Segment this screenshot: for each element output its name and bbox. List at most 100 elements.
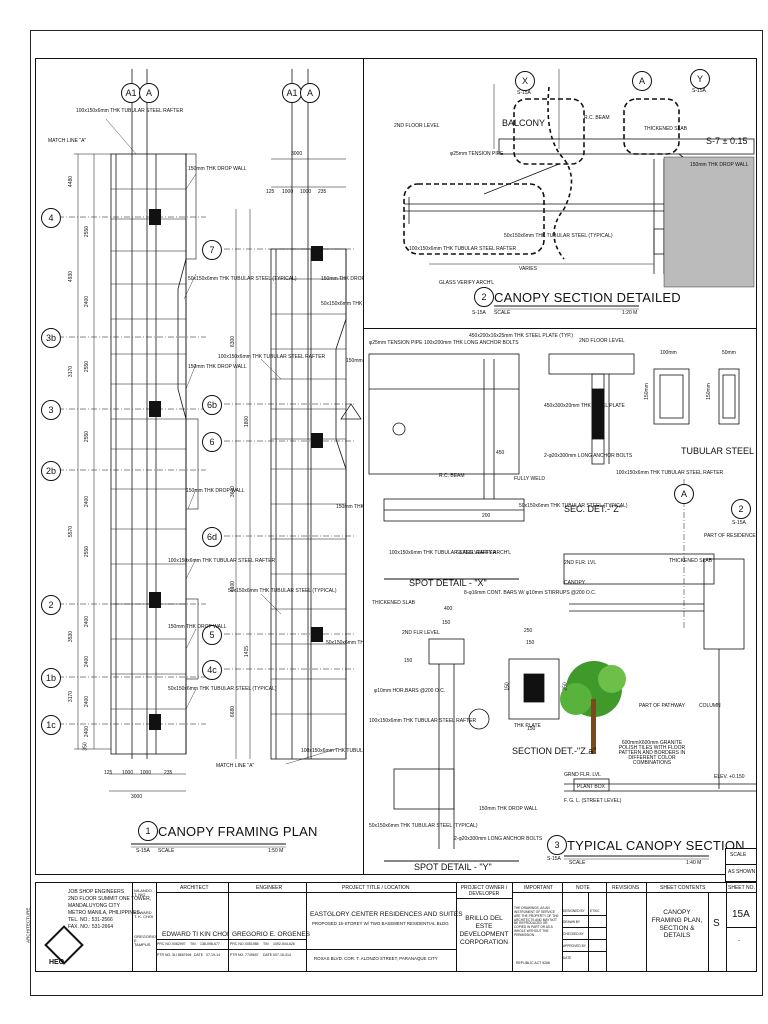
detail-label: FULLY WELD xyxy=(514,476,545,482)
detail-label: 150mm THK DROP WALL xyxy=(479,806,538,812)
section-detailed-ref: S-15A xyxy=(472,310,486,316)
typical-label: 2ND FLR. LVL xyxy=(564,560,597,566)
ptr-cell: 3LI 8667694 xyxy=(172,953,192,957)
gridline-bubble-3: 3 xyxy=(41,400,61,420)
detail-label: φ10mm HOR.BARS @200 O.C. xyxy=(374,688,446,694)
grid-bubble-a-right: A xyxy=(300,83,320,103)
plan-note: 100x150x6mm THK TUBULAR STEEL RAFTER xyxy=(301,748,409,754)
dim-label: 235 xyxy=(318,189,327,195)
firm-line: 2ND FLOOR SUMMIT ONE TOWER, xyxy=(68,896,152,902)
project-cell: PROJECT TITLE / LOCATION EASTGLORY CENTE… xyxy=(306,883,463,971)
drawing-number-1: 1 xyxy=(138,821,158,841)
sign-row: DRAWN BY xyxy=(563,920,581,924)
dim-label: 4930 xyxy=(68,270,75,283)
grid-bubble-a-left: A xyxy=(139,83,159,103)
typical-label: ELEV. +0.150 xyxy=(714,774,745,780)
tree-illustration xyxy=(560,661,626,754)
rev-name: EDWARD T. K. CHOI xyxy=(134,910,154,919)
dim-label: 2550 xyxy=(84,430,91,443)
dim-label: 5570 xyxy=(68,525,75,538)
framing-plan-ref: S-15A xyxy=(136,848,150,854)
firm-line: MANDALUYONG CITY xyxy=(68,903,120,909)
firm-cell: ARCHITECTURE JOB SHOP ENGINEERS 2ND FLOO… xyxy=(25,883,151,971)
plan-note: 150mm THK DROP WALL xyxy=(188,166,247,172)
spot-detail-y-title: SPOT DETAIL - "Y" xyxy=(414,862,492,872)
important-cell: IMPORTANT THE DRAWINGS, AS AN INSTRUMENT… xyxy=(512,883,563,971)
detail-dim: 150 xyxy=(527,726,536,732)
architect-name: EDWARD TI KIN CHOI xyxy=(162,931,229,938)
gridline-bubble-7: 7 xyxy=(202,240,222,260)
typical-section-scale: 1:40 M xyxy=(686,860,702,866)
section-label: VARIES xyxy=(519,266,537,272)
ptr-cell: DATE xyxy=(194,953,204,957)
firm-line: JOB SHOP ENGINEERS xyxy=(68,889,125,895)
spot-detail-x-title: SPOT DETAIL - "X" xyxy=(409,578,487,588)
firm-line: TEL. NO.: 531-2566 xyxy=(68,917,113,923)
detail-dim: 150 xyxy=(442,620,451,626)
dim-label: 2400 xyxy=(84,615,91,628)
typical-label: PART OF PATHWAY xyxy=(639,703,685,709)
scale-box-value: AS SHOWN xyxy=(728,869,756,875)
sheet-letter: S xyxy=(713,918,720,929)
dim-label: 2400 xyxy=(84,695,91,708)
dim-label: 235 xyxy=(164,770,173,776)
sheet-contents-header: SHEET CONTENTS xyxy=(660,885,706,891)
dim-label: 2550 xyxy=(84,360,91,373)
ptr-cell: 7749697 xyxy=(245,953,259,957)
typical-label: THICKENED SLAB xyxy=(669,558,713,564)
ptr-cell: PTR NO. xyxy=(157,953,172,957)
dim-label: 2550 xyxy=(84,545,91,558)
plan-note: 100x150x6mm THK TUBULAR STEEL RAFTER xyxy=(168,558,276,564)
section-label: 150mm THK DROP WALL xyxy=(690,162,749,168)
dim-label: 125 xyxy=(104,770,113,776)
detail-label: 50x150x6mm THK TUBULAR STEEL (TYPICAL) xyxy=(519,503,628,509)
architect-header: ARCHITECT xyxy=(180,885,209,891)
typical-label: CANOPY xyxy=(564,580,586,586)
ptr-cell: DATE xyxy=(263,953,273,957)
bubble-ref: S-15A xyxy=(732,520,746,526)
dim-label: 125 xyxy=(266,189,275,195)
sheet-contents: CANOPY FRAMING PLAN, SECTION & DETAILS xyxy=(651,909,703,940)
reg-cell: 0051985 xyxy=(245,942,259,946)
section-bubble-a: A xyxy=(632,71,652,91)
reg-cell: PRC NO. xyxy=(230,942,245,946)
dim-label: 2400 xyxy=(84,725,91,738)
drawing-number-3: 3 xyxy=(547,835,567,855)
gridline-bubble-6b: 6b xyxy=(202,395,222,415)
dim-label: 1000 xyxy=(282,189,294,195)
detail-dim: 250 xyxy=(524,628,533,634)
dim-label: 2400 xyxy=(84,295,91,308)
detail-dim: 400 xyxy=(444,606,453,612)
framing-plan-panel: A1 A A1 A 4 3b 3 2b 2 1b 1c 7 6b 6 6d 5 … xyxy=(35,58,435,875)
details-drawing xyxy=(368,353,756,862)
dim-label: 2400 xyxy=(84,495,91,508)
sign-row: CHECKED BY xyxy=(563,932,584,936)
gridline-bubble-6d: 6d xyxy=(202,527,222,547)
project-subtitle: PROPOSED 15-STOREY W/ TWO BASEMENT RESID… xyxy=(312,921,449,926)
section-label: 100x150x6mm THK TUBULAR STEEL RAFTER xyxy=(409,246,517,252)
names-cell: NILANDO T. NIG EDWARD T. K. CHOI GREGORI… xyxy=(132,883,157,971)
reg-cell: PRC NO. xyxy=(157,942,172,946)
plan-note: 100x150x6mm THK TUBULAR STEEL RAFTER xyxy=(218,354,326,360)
owner-name: BRILLO DEL ESTE DEVELOPMENT CORPORATION xyxy=(459,915,509,947)
grid-bubble-a1-left: A1 xyxy=(121,83,141,103)
engineer-name: GREGORIO E. ORGENES xyxy=(232,931,311,938)
section-label: GLASS VERIFY ARCH'L xyxy=(439,280,495,286)
bubble-ref: S-15A xyxy=(692,88,706,94)
ptr-cell: 07-19-14 xyxy=(206,953,221,957)
scale-box: SCALE AS SHOWN xyxy=(725,848,757,882)
typical-label: PART OF RESIDENCE xyxy=(704,533,756,539)
grid-bubble-a1-right: A1 xyxy=(282,83,302,103)
firm-logo-text: HEO xyxy=(49,959,65,966)
note-header: NOTE xyxy=(576,885,590,891)
rev-name: NILANDO T. NIG xyxy=(134,888,152,897)
dim-label: 1415 xyxy=(244,645,251,658)
dim-label: 4480 xyxy=(68,175,75,188)
section-label: THICKENED SLAB xyxy=(644,126,688,132)
dim-label: 3170 xyxy=(68,365,75,378)
dim-label: 3530 xyxy=(68,630,75,643)
tubular-steel-title: TUBULAR STEEL xyxy=(681,446,755,456)
tubular-dim: 150mm xyxy=(643,383,650,400)
owner-header: PROJECT OWNER / DEVELOPER xyxy=(460,885,508,897)
dim-label: 6680 xyxy=(230,705,237,718)
